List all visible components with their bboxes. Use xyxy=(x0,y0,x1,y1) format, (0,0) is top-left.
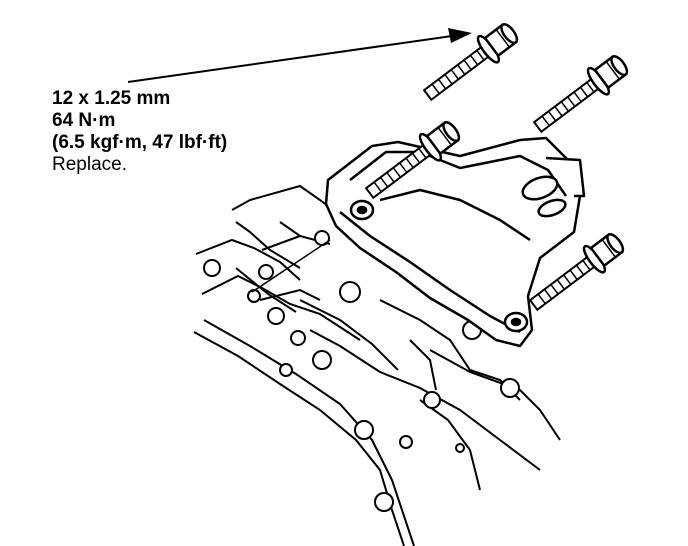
replace-note-label: Replace. xyxy=(52,154,127,175)
bolt-size-label: 12 x 1.25 mm xyxy=(52,88,171,109)
torque-value-label: 64 N·m xyxy=(52,110,116,131)
engine-block xyxy=(193,184,561,546)
torque-alternate-units-label: (6.5 kgf·m, 47 lbf·ft) xyxy=(52,132,228,153)
alignment-line xyxy=(251,239,331,293)
torque-callout: 12 x 1.25 mm 64 N·m (6.5 kgf·m, 47 lbf·f… xyxy=(52,88,227,176)
callout-leader xyxy=(127,28,472,83)
engine-mount-bracket xyxy=(324,136,586,348)
bolt-upper-left xyxy=(416,16,525,109)
arrow-head-icon xyxy=(448,28,472,43)
bolt-upper-right xyxy=(526,48,635,141)
